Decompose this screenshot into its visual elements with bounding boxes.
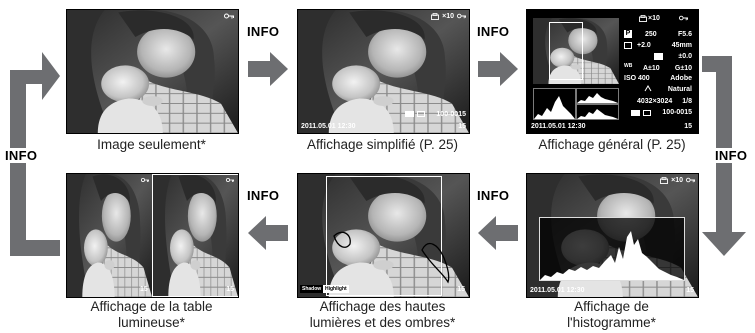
caption-highlight-shadow: Affichage des hautes lumières et des omb… [280, 299, 485, 331]
lock-icon [224, 13, 234, 19]
print-count: ×10 [648, 15, 660, 22]
info-label-3: INFO [477, 188, 510, 203]
rgb-histograms [533, 88, 619, 120]
shutter-speed: 250 [645, 31, 657, 38]
iso: ISO 400 [624, 75, 650, 82]
wb-icon: WB [624, 63, 633, 69]
focal-length: 45mm [671, 42, 692, 49]
caption-line-1: Affichage de [574, 299, 649, 314]
caption-light-table: Affichage de la table lumineuse* [50, 299, 253, 331]
aperture: F5.6 [677, 31, 692, 38]
info-label-2: INFO [477, 24, 510, 39]
frame-number-right: 15 [226, 286, 234, 293]
picture-mode: Natural [667, 86, 692, 93]
datetime: 2011.05.01 12:30 [530, 287, 585, 294]
lock-icon [226, 178, 234, 182]
print-count: ×10 [671, 177, 683, 184]
exposure-comp: +2.0 [637, 42, 651, 49]
datetime: 2011.05.01 12:30 [301, 123, 356, 130]
info-label-left: INFO [4, 148, 39, 163]
caption-histogram: Affichage de l'histogramme* [526, 299, 697, 331]
color-space: Adobe [670, 75, 692, 82]
info-label-right: INFO [714, 148, 749, 163]
resolution: 4032×3024 [637, 98, 673, 105]
exposure-comp-icon [624, 42, 632, 49]
lock-icon [457, 13, 466, 19]
shadow-label: Shadow [300, 285, 324, 293]
luminance-histogram [539, 217, 685, 281]
frame-number-left: 15 [140, 286, 148, 293]
frame-number: 15 [457, 286, 465, 293]
photo-left [67, 174, 152, 297]
arrow-left-icon [478, 216, 518, 250]
frame-number: 15 [684, 123, 692, 130]
caption-image-only: Image seulement* [97, 137, 206, 152]
selection-frame [152, 174, 238, 297]
caption-line-2: lumineuse* [118, 315, 185, 330]
compression: 1/8 [682, 98, 692, 105]
caption-line-2: l'histogramme* [567, 315, 656, 330]
caption-line-1: Affichage de la table [90, 299, 213, 314]
screen-histogram: ×10 2011.05.01 12:30 15 [526, 173, 699, 298]
info-label-4: INFO [247, 188, 280, 203]
frame-number: 15 [686, 287, 694, 294]
flash-comp: ±0.0 [678, 53, 692, 60]
lock-icon [686, 177, 695, 183]
info-label-1: INFO [247, 24, 280, 39]
caption-general: Affichage général (P. 25) [538, 137, 686, 152]
screen-highlight-shadow: Shadow Highlight 15 [297, 173, 470, 298]
focus-frame [549, 22, 583, 80]
arrow-up-loop-icon [10, 52, 60, 256]
quality-icon [417, 111, 425, 117]
picture-mode-icon [644, 85, 652, 92]
frame-number: 15 [458, 123, 466, 130]
mode-badge: P [624, 30, 632, 38]
caption-line-1: Affichage des hautes [319, 299, 446, 314]
screen-light-table: 15 15 [66, 173, 239, 298]
screen-general: ×10 P 250 F5.6 +2.0 45mm ±0.0 WB A±10 G±… [526, 9, 699, 134]
file-number: 100-0015 [662, 109, 692, 116]
print-icon [431, 13, 439, 20]
wb-shift-g: G±10 [674, 65, 692, 72]
quality-icon [643, 110, 651, 116]
highlight-label: Highlight [323, 285, 349, 293]
screen-image-only [66, 9, 239, 134]
print-count: ×10 [442, 13, 454, 20]
caption-simplified: Affichage simplifié (P. 25) [306, 137, 459, 152]
print-icon [660, 177, 668, 184]
flash-comp-icon [654, 53, 663, 60]
file-number: 100-0015 [436, 111, 466, 118]
screen-simplified: ×10 100-0015 2011.05.01 12:30 15 [297, 9, 470, 134]
wb-shift-a: A±10 [643, 65, 660, 72]
size-icon [405, 111, 414, 117]
focus-frame [326, 176, 442, 296]
arrow-right-icon [478, 52, 518, 86]
photo-thumbnail [67, 10, 238, 133]
lock-icon [141, 178, 149, 182]
size-icon [631, 110, 640, 116]
arrow-left-icon [248, 216, 288, 250]
print-icon [639, 15, 647, 22]
caption-line-2: lumières et des ombres* [309, 315, 456, 330]
arrow-right-icon [248, 52, 288, 86]
lock-icon [679, 15, 688, 21]
datetime: 2011.05.01 12:30 [531, 123, 586, 130]
highlight-shadow-outlines [333, 231, 450, 284]
